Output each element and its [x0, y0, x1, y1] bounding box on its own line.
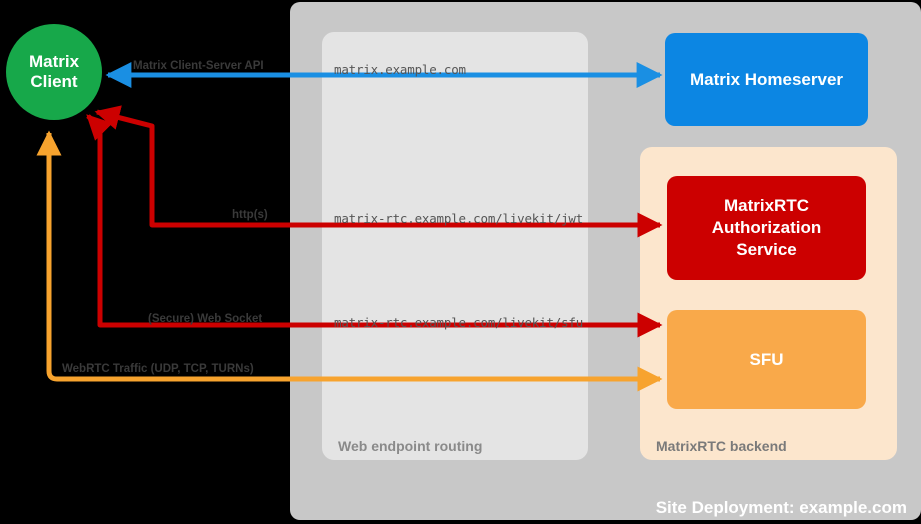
matrixrtc-authorization-service-label: MatrixRTC Authorization Service: [712, 195, 822, 260]
endpoint-label-livekit-sfu: matrix-rtc.example.com/livekit/sfu: [334, 315, 584, 330]
web-endpoint-routing-label: Web endpoint routing: [338, 438, 483, 454]
auth-label-line1: MatrixRTC: [723, 196, 809, 216]
edge-label-matrix-client-server-api: Matrix Client-Server API: [133, 60, 264, 72]
edge-label-webrtc: WebRTC Traffic (UDP, TCP, TURNs): [62, 363, 254, 375]
auth-label-line3: Service: [736, 239, 797, 259]
auth-label-line2: Authorization: [711, 218, 822, 238]
node-matrix-client[interactable]: Matrix Client: [6, 24, 102, 120]
edge-label-https: http(s): [232, 209, 268, 221]
endpoint-label-matrix-homeserver: matrix.example.com: [334, 62, 466, 77]
node-matrix-homeserver[interactable]: Matrix Homeserver: [665, 33, 868, 126]
matrix-client-label-line2: Client: [30, 72, 78, 91]
edge-label-websocket: (Secure) Web Socket: [148, 313, 263, 325]
node-matrixrtc-authorization-service[interactable]: MatrixRTC Authorization Service: [667, 176, 866, 280]
endpoint-label-livekit-jwt: matrix-rtc.example.com/livekit/jwt: [334, 211, 584, 226]
sfu-label: SFU: [749, 349, 784, 369]
matrix-client-label: Matrix Client: [29, 52, 79, 91]
matrixrtc-backend-label: MatrixRTC backend: [656, 438, 787, 454]
web-endpoint-routing-container: [322, 32, 588, 460]
site-deployment-label: Site Deployment: example.com: [655, 498, 907, 517]
matrix-homeserver-label: Matrix Homeserver: [689, 69, 844, 89]
matrix-client-label-line1: Matrix: [28, 52, 80, 72]
node-sfu[interactable]: SFU: [667, 310, 866, 409]
